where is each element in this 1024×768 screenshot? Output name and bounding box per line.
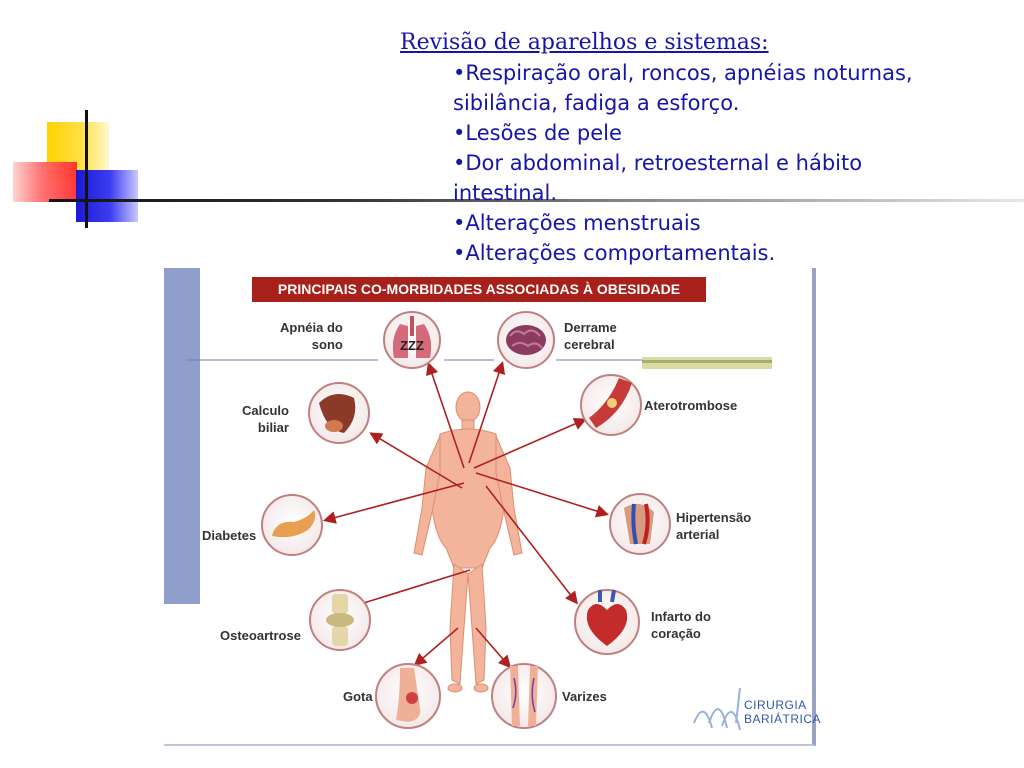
figure-side-bar — [164, 268, 200, 604]
logo-text: CIRURGIA BARIÁTRICA — [744, 698, 822, 726]
bullet-item: •Dor abdominal, retroesternal e hábito i… — [453, 151, 863, 205]
label-calculo: Calculo biliar — [242, 403, 289, 435]
label-varizes: Varizes — [562, 689, 607, 704]
label-apneia: Apnéia do sono — [280, 320, 343, 352]
figure-title-banner: PRINCIPAIS CO-MORBIDADES ASSOCIADAS À OB… — [252, 277, 706, 302]
bullet-item: •Alterações menstruais — [453, 211, 701, 235]
horizontal-rule — [49, 199, 1024, 202]
gallbladder-icon — [308, 382, 370, 444]
legs-varicose-icon — [491, 663, 557, 729]
figure-illustration: ZZZ — [186, 311, 772, 731]
label-derrame: Derrame cerebral — [564, 320, 617, 352]
blood-pressure-icon — [609, 493, 671, 555]
label-gota: Gota — [343, 689, 373, 704]
heart-icon — [574, 589, 640, 655]
label-aterotrombose: Aterotrombose — [644, 398, 738, 413]
zzz-label: ZZZ — [400, 338, 424, 353]
bullet-item: •Respiração oral, roncos, apnéias noturn… — [453, 61, 913, 115]
red-square-decoration — [13, 162, 77, 202]
label-infarto: Infarto do coração — [651, 609, 711, 641]
label-hipertensao: Hipertensão arterial — [676, 510, 752, 542]
human-body-icon — [413, 391, 523, 693]
cirurgia-bariatrica-logo — [693, 687, 741, 731]
slide-heading: Revisão de aparelhos e sistemas: — [400, 30, 769, 55]
label-osteoartrose: Osteoartrose — [220, 628, 301, 643]
knee-joint-icon — [309, 589, 371, 651]
bullet-item: •Lesões de pele — [453, 121, 622, 145]
bullet-list: •Respiração oral, roncos, apnéias noturn… — [453, 58, 960, 268]
lungs-icon — [383, 311, 441, 369]
pancreas-icon — [261, 494, 323, 556]
foot-icon — [375, 663, 441, 729]
arrows — [322, 360, 610, 669]
comorbidities-figure: PRINCIPAIS CO-MORBIDADES ASSOCIADAS À OB… — [164, 268, 821, 746]
artery-icon — [580, 374, 642, 436]
label-diabetes: Diabetes — [202, 528, 257, 543]
brain-icon — [497, 311, 555, 369]
vertical-rule — [85, 110, 88, 228]
review-text-block: Revisão de aparelhos e sistemas: •Respir… — [400, 28, 960, 268]
bullet-item: •Alterações comportamentais. — [453, 241, 776, 265]
